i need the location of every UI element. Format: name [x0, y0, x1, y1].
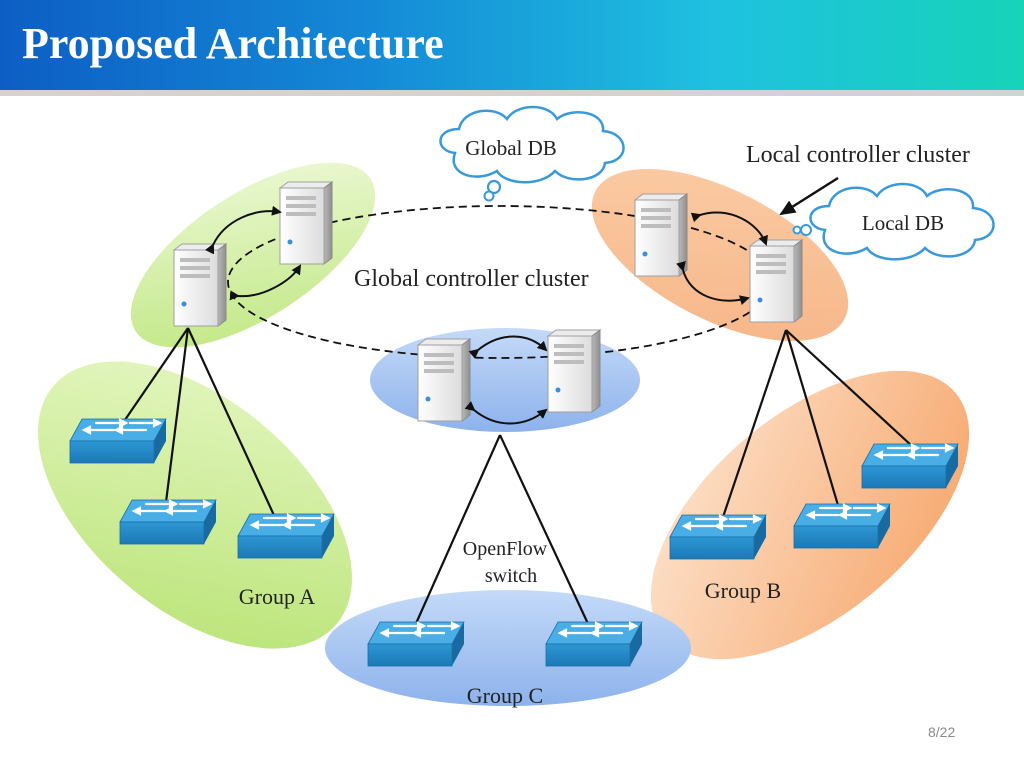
page-number: 8/22: [928, 724, 956, 740]
server-icon: [749, 239, 803, 323]
group-c-label: Group C: [467, 683, 543, 708]
network-switch-icon: [118, 498, 218, 546]
network-switch-icon: [68, 417, 168, 465]
local-controller-arrow: [779, 176, 839, 216]
local-db-cloud: [792, 182, 995, 261]
local-controller-cluster-label: Local controller cluster: [746, 142, 970, 168]
left-controller-region: [130, 162, 376, 348]
architecture-diagram: Global DB Local DB Local controller clus…: [38, 105, 995, 708]
global-controller-cluster-label: Global controller cluster: [354, 266, 589, 292]
right-controller-region: [591, 169, 849, 341]
group-a-label: Group A: [239, 584, 316, 609]
group-b-label: Group B: [705, 578, 781, 603]
slide-header: Proposed Architecture: [0, 0, 1024, 90]
global-db-cloud: [439, 105, 625, 202]
local-db-label: Local DB: [862, 211, 944, 235]
network-switch-icon: [860, 442, 960, 490]
network-switch-icon: [668, 513, 768, 561]
server-icon: [634, 193, 688, 277]
openflow-label-line2: switch: [485, 565, 537, 587]
server-icon: [279, 181, 333, 265]
link-lines: [117, 327, 913, 629]
network-switch-icon: [544, 620, 644, 668]
server-icon: [173, 243, 227, 327]
global-db-label: Global DB: [465, 136, 557, 160]
network-switch-icon: [366, 620, 466, 668]
network-switch-icon: [236, 512, 336, 560]
openflow-label-line1: OpenFlow: [463, 538, 548, 560]
server-icon: [417, 338, 471, 422]
server-icon: [547, 329, 601, 413]
sync-arrows: [205, 205, 768, 425]
network-switch-icon: [792, 502, 892, 550]
group-c-region: [325, 590, 691, 706]
slide-title: Proposed Architecture: [22, 19, 444, 68]
header-divider: [0, 90, 1024, 96]
